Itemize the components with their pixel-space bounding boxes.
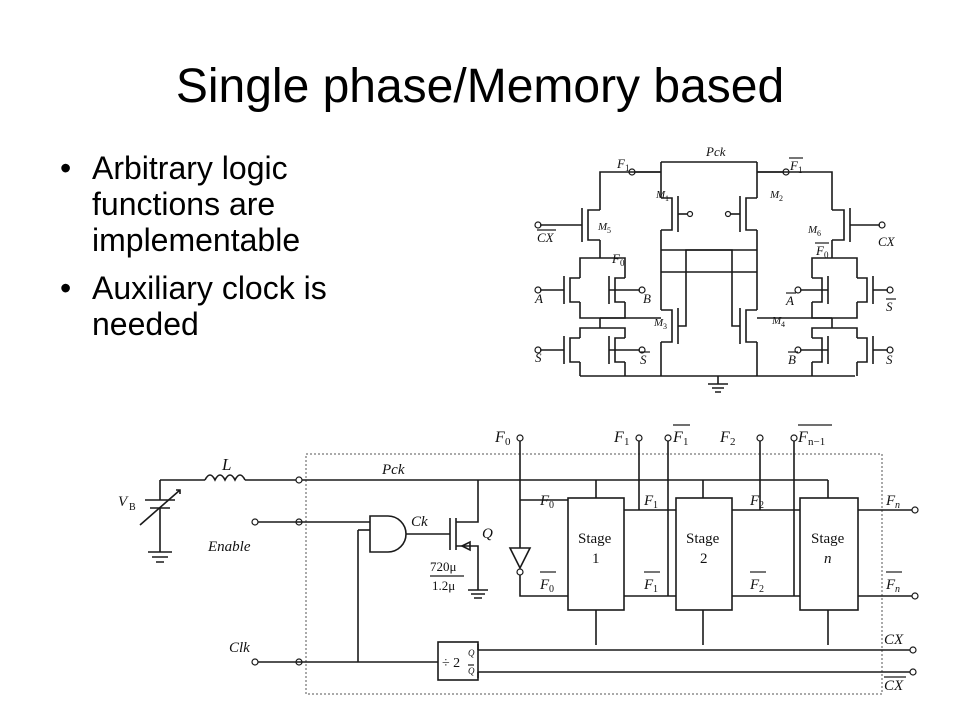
- stage3-in-f2: F: [749, 493, 760, 509]
- stage-n-number: n: [824, 551, 832, 567]
- bottom-label-width: 720μ: [430, 559, 457, 574]
- output-cxbar: CX: [884, 678, 904, 694]
- bottom-label-enable: Enable: [207, 539, 251, 555]
- top-label-b: B: [643, 291, 651, 306]
- stage-1-name: Stage: [578, 531, 612, 547]
- bottom-label-f1: F: [613, 429, 624, 446]
- top-label-f1-sub: 1: [625, 163, 630, 173]
- top-label-m3-sub: 3: [663, 322, 667, 331]
- top-label-m4-sub: 4: [781, 320, 785, 329]
- bottom-label-q: Q: [482, 526, 493, 542]
- top-label-m5-sub: 5: [607, 226, 611, 235]
- top-label-s-right2: S: [886, 352, 893, 367]
- bottom-label-length: 1.2μ: [432, 578, 455, 593]
- top-label-cxbar: CX: [537, 230, 555, 245]
- top-label-s-right: S: [886, 299, 893, 314]
- bottom-label-f1bar: F: [672, 429, 683, 446]
- stage1-in-f0bar-sub: 0: [549, 584, 554, 595]
- output-fn: F: [885, 493, 896, 509]
- stage3-in-f2bar-sub: 2: [759, 584, 764, 595]
- stage1-in-f0-sub: 0: [549, 500, 554, 511]
- bullet-item: • Arbitrary logic functions are implement…: [60, 150, 390, 258]
- bullet-dot: •: [60, 270, 72, 306]
- bottom-label-f2: F: [719, 429, 730, 446]
- bottom-label-fn1bar: F: [797, 429, 808, 446]
- output-cx: CX: [884, 632, 904, 648]
- top-label-sbar: S: [640, 352, 647, 367]
- stage1-in-f0bar: F: [539, 577, 550, 593]
- stage3-in-f2-sub: 2: [759, 500, 764, 511]
- bottom-label-div-qbar: Q: [468, 666, 475, 676]
- stage-2-number: 2: [700, 551, 708, 567]
- stage3-in-f2bar: F: [749, 577, 760, 593]
- top-circuit-schematic: Pck F 1 F 1 M 1 M 2 M 3 M 4 M 5 M 6 CX C…: [534, 144, 896, 393]
- top-label-m5: M: [597, 221, 608, 233]
- bullet-text: Auxiliary clock is needed: [92, 270, 327, 342]
- bottom-label-f1-sub: 1: [624, 436, 630, 448]
- stage-2-name: Stage: [686, 531, 720, 547]
- bottom-label-vb-sub: B: [129, 502, 136, 513]
- output-fn-sub: n: [895, 500, 900, 511]
- top-label-m6-sub: 6: [817, 229, 821, 238]
- top-label-f1bar-sub: 1: [798, 165, 803, 175]
- bottom-label-fn1bar-sub: n−1: [808, 436, 825, 448]
- top-label-a: A: [534, 291, 543, 306]
- bullet-text: Arbitrary logic functions are implementa…: [92, 150, 301, 258]
- top-label-f0: F: [611, 251, 621, 266]
- top-label-pck: Pck: [705, 144, 726, 159]
- bottom-circuit-schematic: F 0 F 1 F 1 F 2 F n−1 L Pck V B Enable C…: [118, 424, 919, 695]
- top-label-f0bar-sub: 0: [824, 250, 829, 260]
- top-label-m6: M: [807, 224, 818, 236]
- bullet-dot: •: [60, 150, 72, 186]
- bottom-label-divider: ÷ 2: [442, 656, 460, 671]
- bottom-label-inductor: L: [221, 455, 231, 474]
- bullet-list: • Arbitrary logic functions are implement…: [60, 150, 390, 354]
- bottom-label-f2-sub: 2: [730, 436, 736, 448]
- top-label-s: S: [535, 350, 542, 365]
- stage2-in-f1bar-sub: 1: [653, 584, 658, 595]
- top-label-f0bar: F: [815, 243, 825, 258]
- stage-n-name: Stage: [811, 531, 845, 547]
- top-label-m2: M: [769, 189, 780, 201]
- bottom-label-f0: F: [494, 429, 505, 446]
- bottom-label-f1bar-sub: 1: [683, 436, 689, 448]
- slide-title: Single phase/Memory based: [175, 60, 785, 113]
- bottom-label-pck: Pck: [381, 462, 405, 478]
- bottom-label-vb: V: [118, 494, 129, 510]
- top-label-m1-sub: 1: [665, 194, 669, 203]
- top-label-f0-sub: 0: [620, 258, 625, 268]
- stage2-in-f1: F: [643, 493, 654, 509]
- stage2-in-f1bar: F: [643, 577, 654, 593]
- bottom-label-div-q: Q: [468, 648, 475, 658]
- top-label-m3: M: [653, 317, 664, 329]
- top-label-abar: A: [785, 293, 794, 308]
- top-label-m4: M: [771, 315, 782, 327]
- output-fnbar-sub: n: [895, 584, 900, 595]
- top-label-cx: CX: [878, 234, 896, 249]
- stage-1-number: 1: [592, 551, 600, 567]
- bottom-label-ck: Ck: [411, 514, 428, 530]
- top-label-bbar: B: [788, 352, 796, 367]
- top-label-f1: F: [616, 156, 626, 171]
- top-label-m2-sub: 2: [779, 194, 783, 203]
- top-label-f1bar: F: [789, 158, 799, 173]
- bottom-label-f0-sub: 0: [505, 436, 511, 448]
- bottom-label-clk: Clk: [229, 640, 250, 656]
- stage1-in-f0: F: [539, 493, 550, 509]
- top-label-m1: M: [655, 189, 666, 201]
- output-fnbar: F: [885, 577, 896, 593]
- stage2-in-f1-sub: 1: [653, 500, 658, 511]
- bullet-item: • Auxiliary clock is needed: [60, 270, 390, 342]
